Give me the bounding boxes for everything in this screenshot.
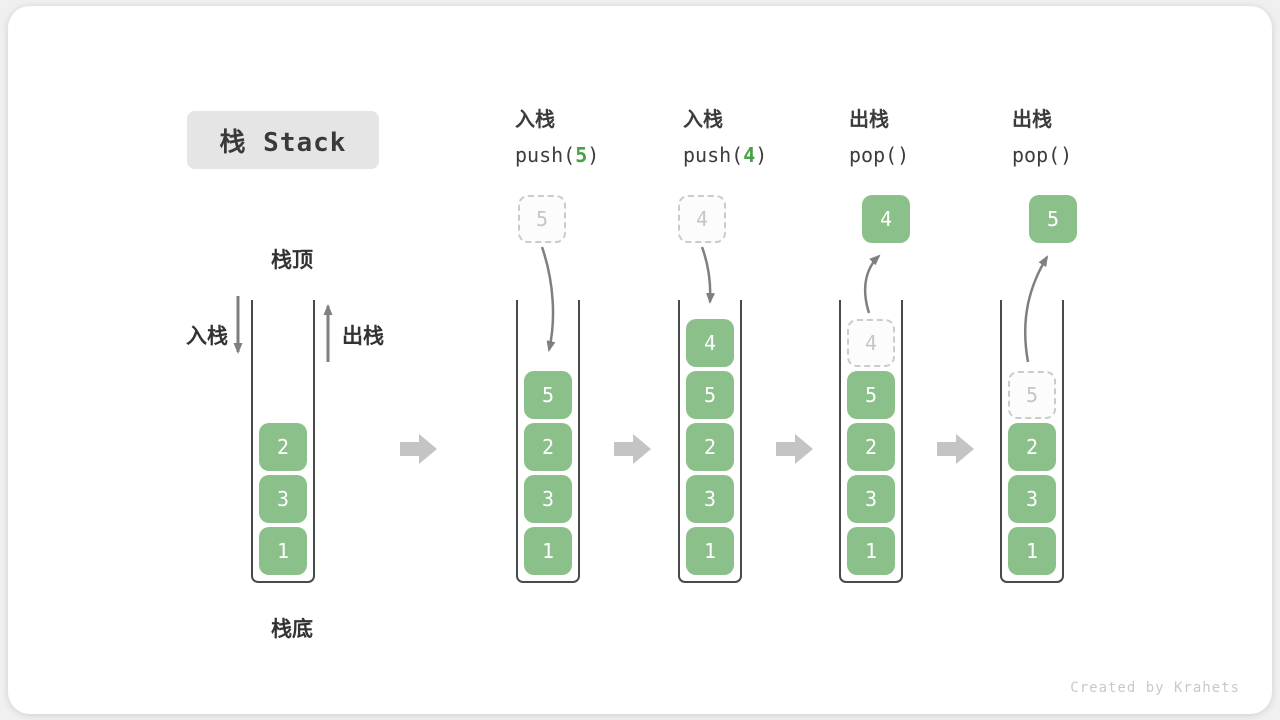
pop-direction-label: 出栈 <box>342 325 384 348</box>
diagram-title-box: 栈 Stack <box>187 111 379 169</box>
stack-cell-removed: 5 <box>1008 371 1056 419</box>
stack-cell: 2 <box>847 423 895 471</box>
stack-cell: 4 <box>686 319 734 367</box>
stack-cell: 5 <box>847 371 895 419</box>
stack-cell: 3 <box>1008 475 1056 523</box>
stack-cell: 1 <box>686 527 734 575</box>
incoming-value-box-5: 5 <box>518 195 566 243</box>
stack-cell: 2 <box>1008 423 1056 471</box>
column-header-pop1: 出栈 pop() <box>849 106 909 169</box>
stack-cell: 5 <box>686 371 734 419</box>
stack-cell: 1 <box>1008 527 1056 575</box>
stack-cell: 3 <box>259 475 307 523</box>
stack-cell: 3 <box>524 475 572 523</box>
stack-state-4: 4 5 2 3 1 <box>839 300 903 583</box>
stack-bottom-label: 栈底 <box>271 618 313 641</box>
stack-state-3: 4 5 2 3 1 <box>678 300 742 583</box>
column-header-pop2: 出栈 pop() <box>1012 106 1072 169</box>
stack-cell: 1 <box>847 527 895 575</box>
stack-state-5: 5 2 3 1 <box>1000 300 1064 583</box>
column-header-push4: 入栈 push(4) <box>683 106 767 169</box>
pop1-code-label: pop() <box>849 143 910 167</box>
push-cn-label: 入栈 <box>683 109 723 131</box>
stack-cell: 3 <box>686 475 734 523</box>
pop-cn-label: 出栈 <box>849 109 889 131</box>
stack-state-1: 2 3 1 <box>251 300 315 583</box>
stack-cell: 1 <box>259 527 307 575</box>
stack-state-2: 5 2 3 1 <box>516 300 580 583</box>
stack-cell: 1 <box>524 527 572 575</box>
push5-code-label: push(5) <box>515 143 600 167</box>
stack-cell: 2 <box>524 423 572 471</box>
stack-cell: 2 <box>686 423 734 471</box>
stack-top-label: 栈顶 <box>271 249 313 272</box>
push4-code-label: push(4) <box>683 143 768 167</box>
push-cn-label: 入栈 <box>515 109 555 131</box>
push-direction-label: 入栈 <box>186 325 228 348</box>
popped-value-box-5: 5 <box>1029 195 1077 243</box>
pop2-code-label: pop() <box>1012 143 1073 167</box>
stack-cell: 5 <box>524 371 572 419</box>
stack-cell: 2 <box>259 423 307 471</box>
column-header-push5: 入栈 push(5) <box>515 106 599 169</box>
incoming-value-box-4: 4 <box>678 195 726 243</box>
stack-cell-removed: 4 <box>847 319 895 367</box>
pop-cn-label: 出栈 <box>1012 109 1052 131</box>
watermark: Created by Krahets <box>1070 680 1240 696</box>
diagram-title: 栈 Stack <box>219 127 347 158</box>
stack-cell: 3 <box>847 475 895 523</box>
popped-value-box-4: 4 <box>862 195 910 243</box>
